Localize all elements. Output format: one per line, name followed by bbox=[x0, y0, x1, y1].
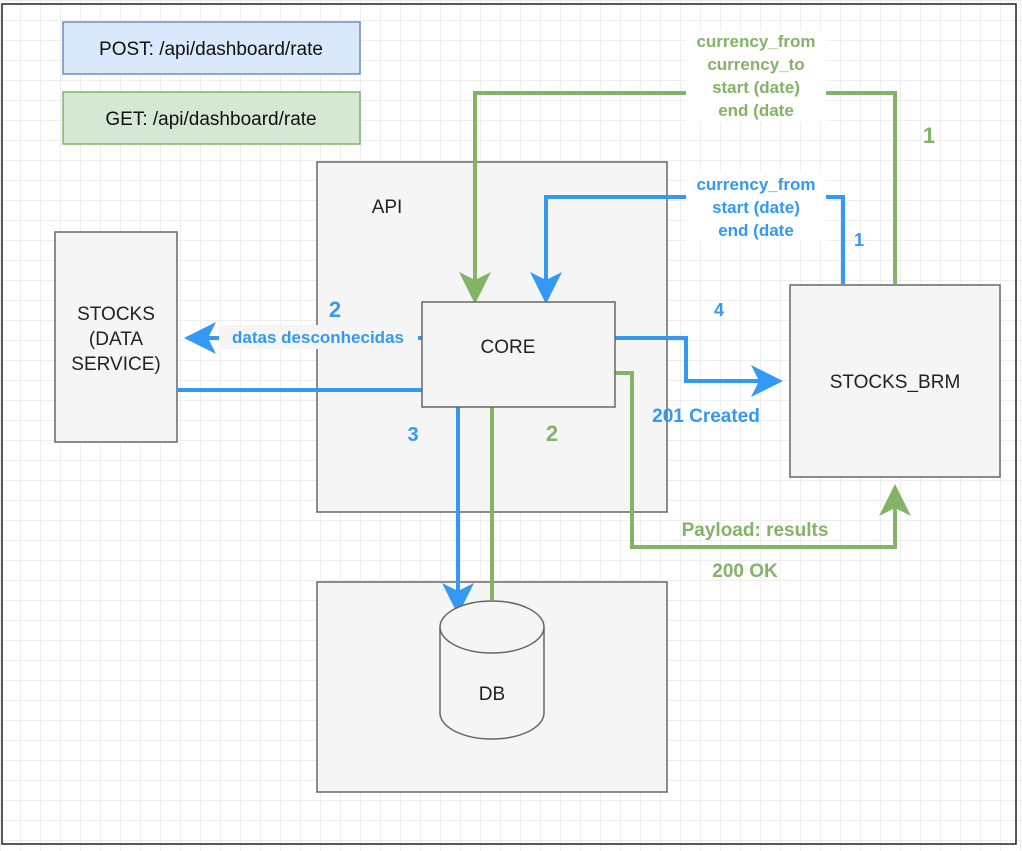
post-params-label: currency_from start (date) end (date bbox=[686, 173, 826, 241]
get-param-3: start (date) bbox=[712, 78, 800, 97]
legend-get-label: GET: /api/dashboard/rate bbox=[105, 109, 316, 130]
db-cylinder: DB bbox=[439, 600, 545, 740]
diagram-frame bbox=[1, 3, 1017, 845]
get-params-label: currency_from currency_to start (date) e… bbox=[686, 30, 826, 122]
post-step-2: 2 bbox=[329, 297, 341, 322]
get-param-1: currency_from bbox=[696, 32, 815, 51]
db-label: DB bbox=[479, 684, 505, 705]
legend-post-label: POST: /api/dashboard/rate bbox=[99, 39, 323, 60]
get-step-1: 1 bbox=[923, 123, 935, 148]
get-param-2: currency_to bbox=[707, 55, 804, 74]
post-step-3: 3 bbox=[407, 424, 418, 446]
stocks-label-line2: (DATA bbox=[89, 329, 144, 350]
legend-get: GET: /api/dashboard/rate bbox=[62, 91, 361, 145]
stocks-data-service-box: STOCKS (DATA SERVICE) bbox=[54, 231, 178, 443]
unknown-dates-bg bbox=[219, 325, 418, 349]
get-status-label: 200 OK bbox=[712, 561, 778, 582]
post-param-1: currency_from bbox=[696, 175, 815, 194]
legend-post: POST: /api/dashboard/rate bbox=[62, 21, 361, 75]
post-param-2: start (date) bbox=[712, 198, 800, 217]
unknown-dates-label: datas desconhecidas bbox=[232, 328, 404, 347]
post-param-3: end (date bbox=[718, 221, 794, 240]
get-step-2: 2 bbox=[546, 421, 558, 446]
stocks-brm-box: STOCKS_BRM bbox=[789, 284, 1001, 478]
core-box: CORE bbox=[421, 301, 616, 408]
post-step-4: 4 bbox=[714, 300, 724, 320]
get-payload-label: Payload: results bbox=[682, 520, 829, 541]
get-param-4: end (date bbox=[718, 101, 794, 120]
api-label: API bbox=[372, 197, 403, 218]
get-request-arrow bbox=[459, 91, 897, 304]
post-status-label: 201 Created bbox=[652, 406, 760, 427]
stocks-label-line3: SERVICE) bbox=[71, 354, 160, 375]
core-to-brm-post-response-arrow bbox=[615, 336, 783, 397]
stocks-label-line1: STOCKS bbox=[77, 304, 155, 325]
post-step-1: 1 bbox=[854, 230, 864, 250]
core-label: CORE bbox=[481, 337, 536, 358]
stocks-brm-label: STOCKS_BRM bbox=[830, 372, 961, 393]
core-to-brm-get-response-arrow bbox=[615, 371, 911, 549]
